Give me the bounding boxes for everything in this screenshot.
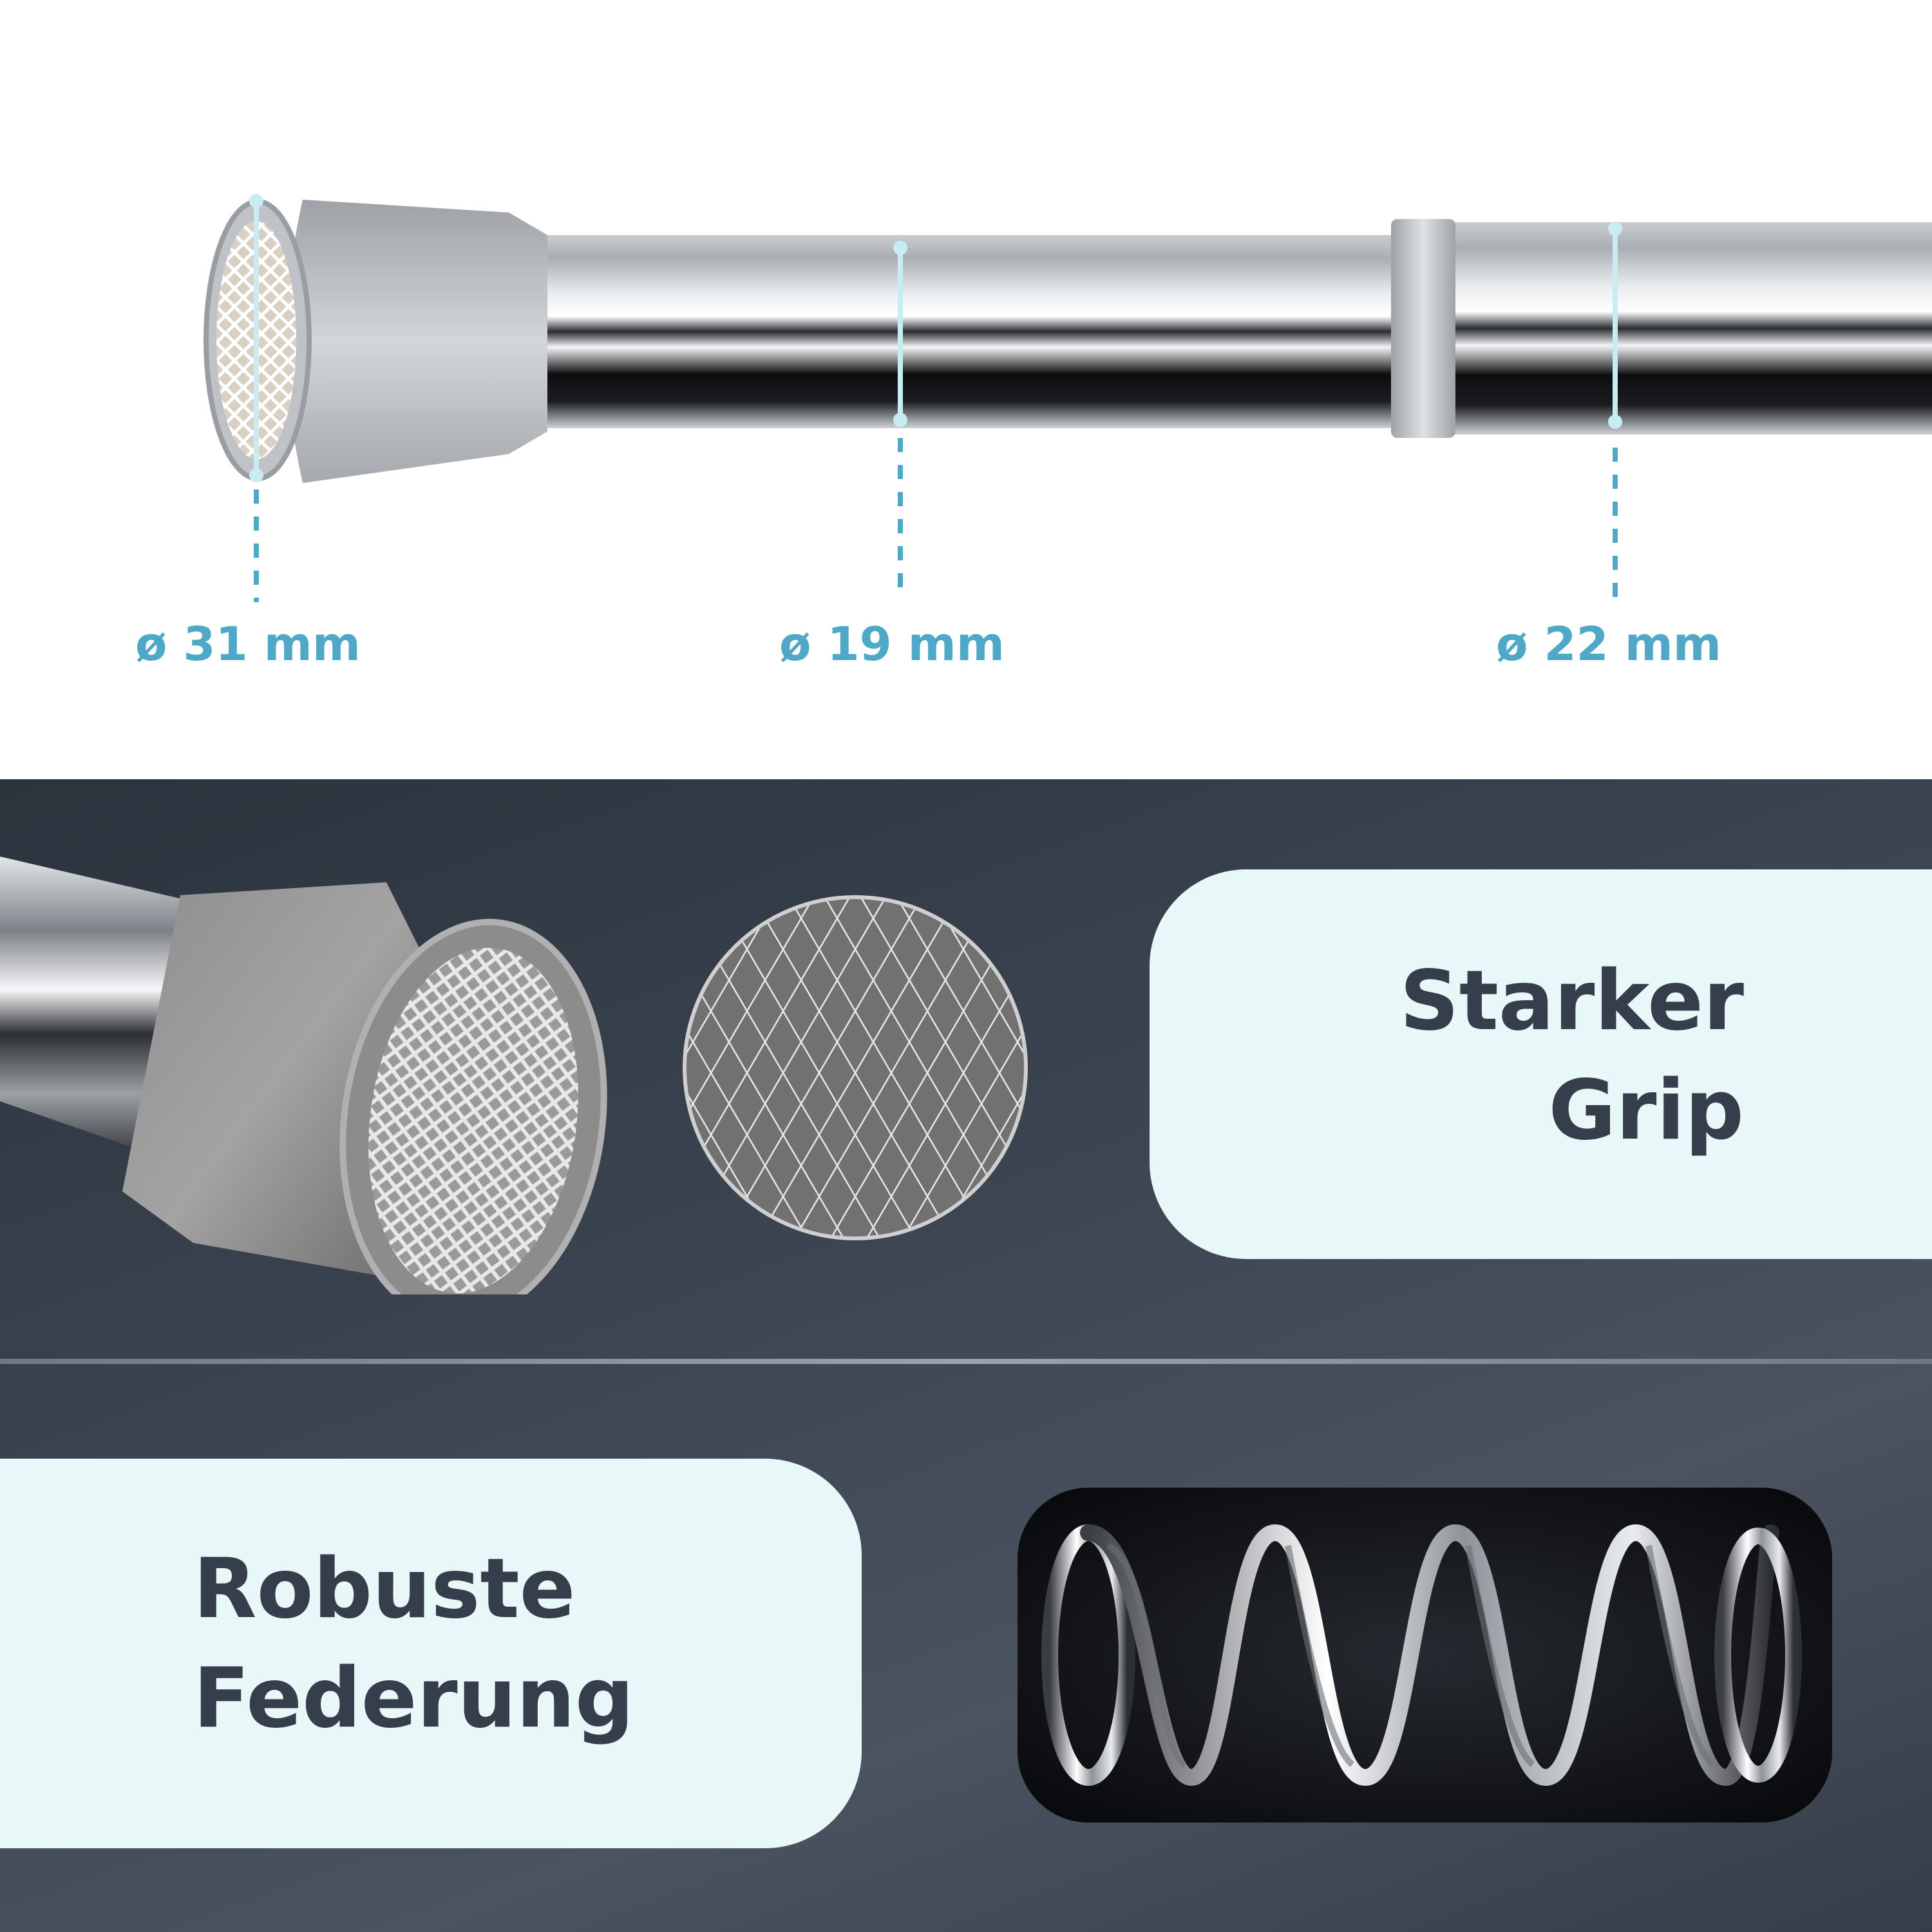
dimensions-panel: ø 31 mm ø 19 mm ø 22 mm xyxy=(0,0,1932,779)
grip-title-line2: Grip xyxy=(1548,1063,1744,1159)
spring-feature-card: Robuste Federung xyxy=(0,1459,862,1848)
spring-title: Robuste Federung xyxy=(193,1535,634,1754)
inner-tube-diameter-label: ø 19 mm xyxy=(779,617,1005,671)
grip-title: Starker Grip xyxy=(1400,947,1745,1166)
end-cap-diameter-label: ø 31 mm xyxy=(135,617,361,671)
tension-rod-illustration xyxy=(204,194,1932,602)
end-cap-closeup-image xyxy=(0,857,607,1294)
outer-tube-diameter-label: ø 22 mm xyxy=(1496,617,1721,671)
outer-tube xyxy=(1410,222,1932,435)
grip-mesh-detail-image xyxy=(683,895,1028,1240)
grip-title-line1: Starker xyxy=(1399,953,1745,1049)
spring-title-line2: Federung xyxy=(193,1651,634,1747)
end-cap xyxy=(287,200,547,483)
inner-tube xyxy=(547,235,1410,428)
spring-title-line1: Robuste xyxy=(193,1541,576,1637)
section-divider xyxy=(0,1359,1932,1364)
joint-ring xyxy=(1391,219,1455,438)
grip-feature-card: Starker Grip xyxy=(1150,869,1932,1259)
spring-image xyxy=(1018,1488,1832,1823)
